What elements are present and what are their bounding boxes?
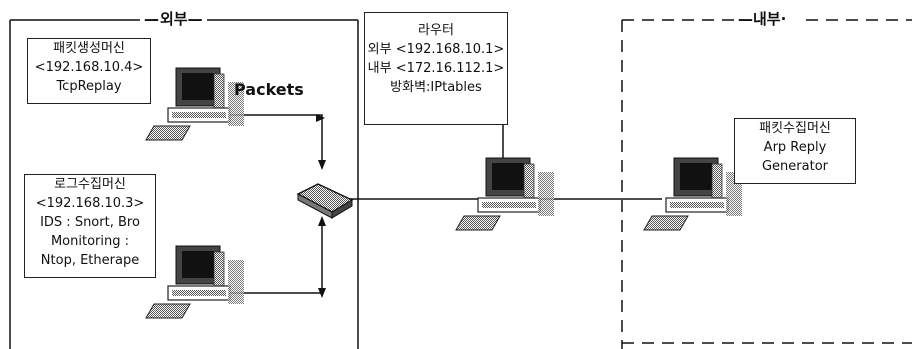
arrowhead xyxy=(318,160,326,170)
log-collector-box: 로그수집머신 <192.168.10.3> IDS : Snort, Bro M… xyxy=(24,174,156,278)
internal-zone-label-text: 내부 xyxy=(753,10,781,28)
packet-collector-name: 패킷수집머신 xyxy=(735,119,855,138)
log-collector-ids: IDS : Snort, Bro xyxy=(25,213,155,232)
router-firewall: 방화벽:IPtables xyxy=(365,78,507,97)
packet-collector-pc-icon xyxy=(644,158,742,230)
log-collector-monitoring-tools: Ntop, Etherape xyxy=(25,251,155,270)
router-name: 라우터 xyxy=(365,21,507,40)
router-pc-icon xyxy=(456,158,554,230)
packet-generator-pc-icon xyxy=(146,68,244,140)
packet-generator-ip: <192.168.10.4> xyxy=(28,58,150,77)
packet-collector-box: 패킷수집머신 Arp Reply Generator xyxy=(734,118,856,184)
packet-generator-name: 패킷생성머신 xyxy=(28,39,150,58)
external-zone-label: —외부— xyxy=(140,8,207,29)
internal-zone-label: —내부· xyxy=(734,8,790,29)
router-external-ip: 외부 <192.168.10.1> xyxy=(365,40,507,59)
packet-collector-role-1: Arp Reply xyxy=(735,138,855,157)
log-collector-ip: <192.168.10.3> xyxy=(25,194,155,213)
arrowhead xyxy=(318,216,326,226)
router-box: 라우터 외부 <192.168.10.1> 내부 <172.16.112.1> … xyxy=(364,12,508,125)
connections xyxy=(230,115,662,293)
packets-label: Packets xyxy=(234,80,304,99)
packet-generator-tool: TcpReplay xyxy=(28,77,150,96)
log-collector-name: 로그수집머신 xyxy=(25,175,155,194)
external-zone-label-text: 외부 xyxy=(160,10,188,28)
switch-icon xyxy=(298,184,352,218)
internal-zone-border xyxy=(622,20,912,349)
router-internal-ip: 내부 <172.16.112.1> xyxy=(365,59,507,78)
packet-collector-role-2: Generator xyxy=(735,157,855,176)
packet-generator-box: 패킷생성머신 <192.168.10.4> TcpReplay xyxy=(27,38,151,104)
log-collector-pc-icon xyxy=(146,246,244,318)
log-collector-monitoring: Monitoring : xyxy=(25,232,155,251)
